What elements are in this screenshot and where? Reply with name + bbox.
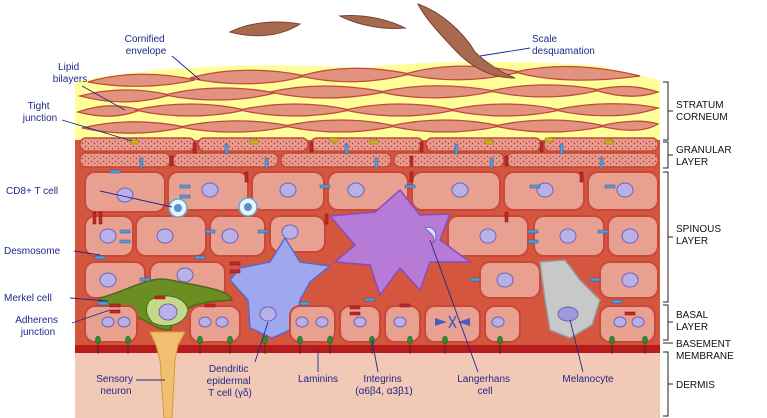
cd8-t-cells [168,197,258,218]
label-melanocyte: Melanocyte [562,374,614,385]
label-tight-junction: Tight junction [22,101,57,124]
label-desmosome: Desmosome [4,246,61,257]
label-integrins: Integrins (α6β4, α3β1) [355,374,413,397]
desquamating-scales [228,3,516,79]
melanocyte-body [539,259,601,339]
layer-label-basal: BASAL LAYER [676,310,711,333]
label-langerhans-cell: Langerhans cell [457,374,513,397]
label-scale-desquamation: Scale desquamation [532,34,595,57]
layer-label-stratum-corneum: STRATUM CORNEUM [676,100,728,123]
layer-label-basement-membrane: BASEMENT MEMBRANE [676,339,734,362]
basement-membrane-band [75,343,660,353]
label-sensory-neuron: Sensory neuron [96,374,135,397]
label-adherens-junction: Adherens junction [15,315,61,338]
adherens-junction-markers [92,141,636,316]
integrin-laminin-markers [95,335,648,345]
dividing-basal-cell [435,315,470,329]
label-laminins: Laminins [298,374,338,385]
label-lipid-bilayers: Lipid bilayers [53,62,87,85]
label-cornified-envelope: Cornified envelope [125,34,168,57]
tight-junction-markers [129,137,614,145]
laminin-stems [97,344,646,354]
layer-label-granular: GRANULAR LAYER [676,145,734,168]
label-merkel-cell: Merkel cell [4,293,52,304]
cornified-flakes [75,65,661,134]
label-leader-lines [61,47,584,381]
label-cd8-t-cell: CD8+ T cell [6,186,58,197]
layer-label-spinous: SPINOUS LAYER [676,224,724,247]
langerhans-cell-body [328,188,473,297]
desmosome-markers [94,143,623,306]
label-dendritic-epidermal-t-cell: Dendritic epidermal T cell (γδ) [207,364,254,399]
layer-label-dermis: DERMIS [676,380,715,391]
layer-brackets [663,81,673,417]
sensory-neuron-axon [149,331,186,418]
